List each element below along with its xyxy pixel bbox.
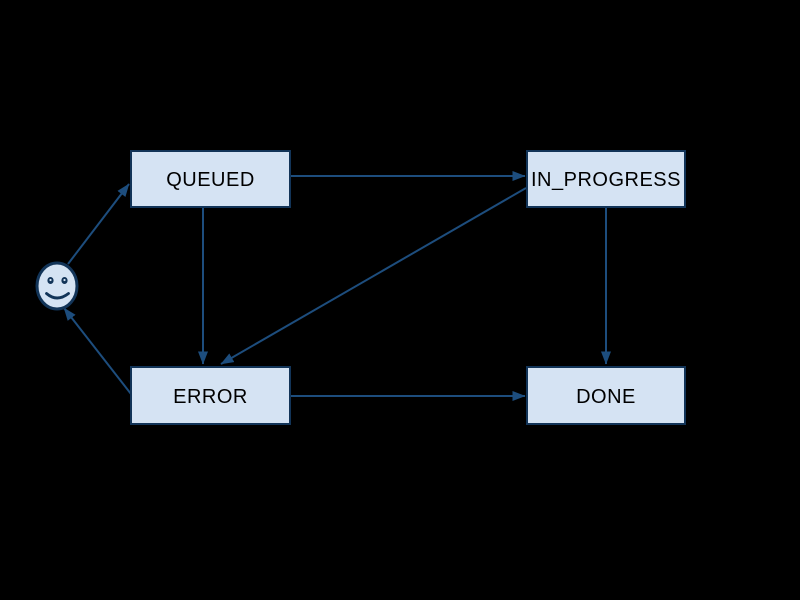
start-state-smiley: [35, 261, 79, 311]
state-node-error: ERROR: [130, 366, 291, 425]
state-label-queued: QUEUED: [166, 169, 255, 191]
state-node-queued: QUEUED: [130, 150, 291, 208]
smiley-face-icon: [35, 261, 79, 311]
state-box-queued: [130, 150, 291, 208]
state-box-error: [130, 366, 291, 425]
state-node-in-progress: IN_PROGRESS: [526, 150, 686, 208]
transition-edges: [63, 171, 611, 401]
smiley-right-eye-highlight: [63, 278, 66, 282]
smiley-left-eye-highlight: [49, 278, 52, 282]
state-label-in-progress: IN_PROGRESS: [531, 169, 681, 191]
state-label-error: ERROR: [173, 386, 248, 408]
state-box-done: [526, 366, 686, 425]
smiley-mouth: [45, 292, 70, 300]
transition-error-to-start: [63, 307, 132, 395]
transition-start-to-queued: [67, 183, 130, 265]
state-box-in-progress: [526, 150, 686, 208]
state-label-done: DONE: [576, 386, 636, 408]
state-node-done: DONE: [526, 366, 686, 425]
transition-in-progress-to-error: [220, 187, 527, 365]
